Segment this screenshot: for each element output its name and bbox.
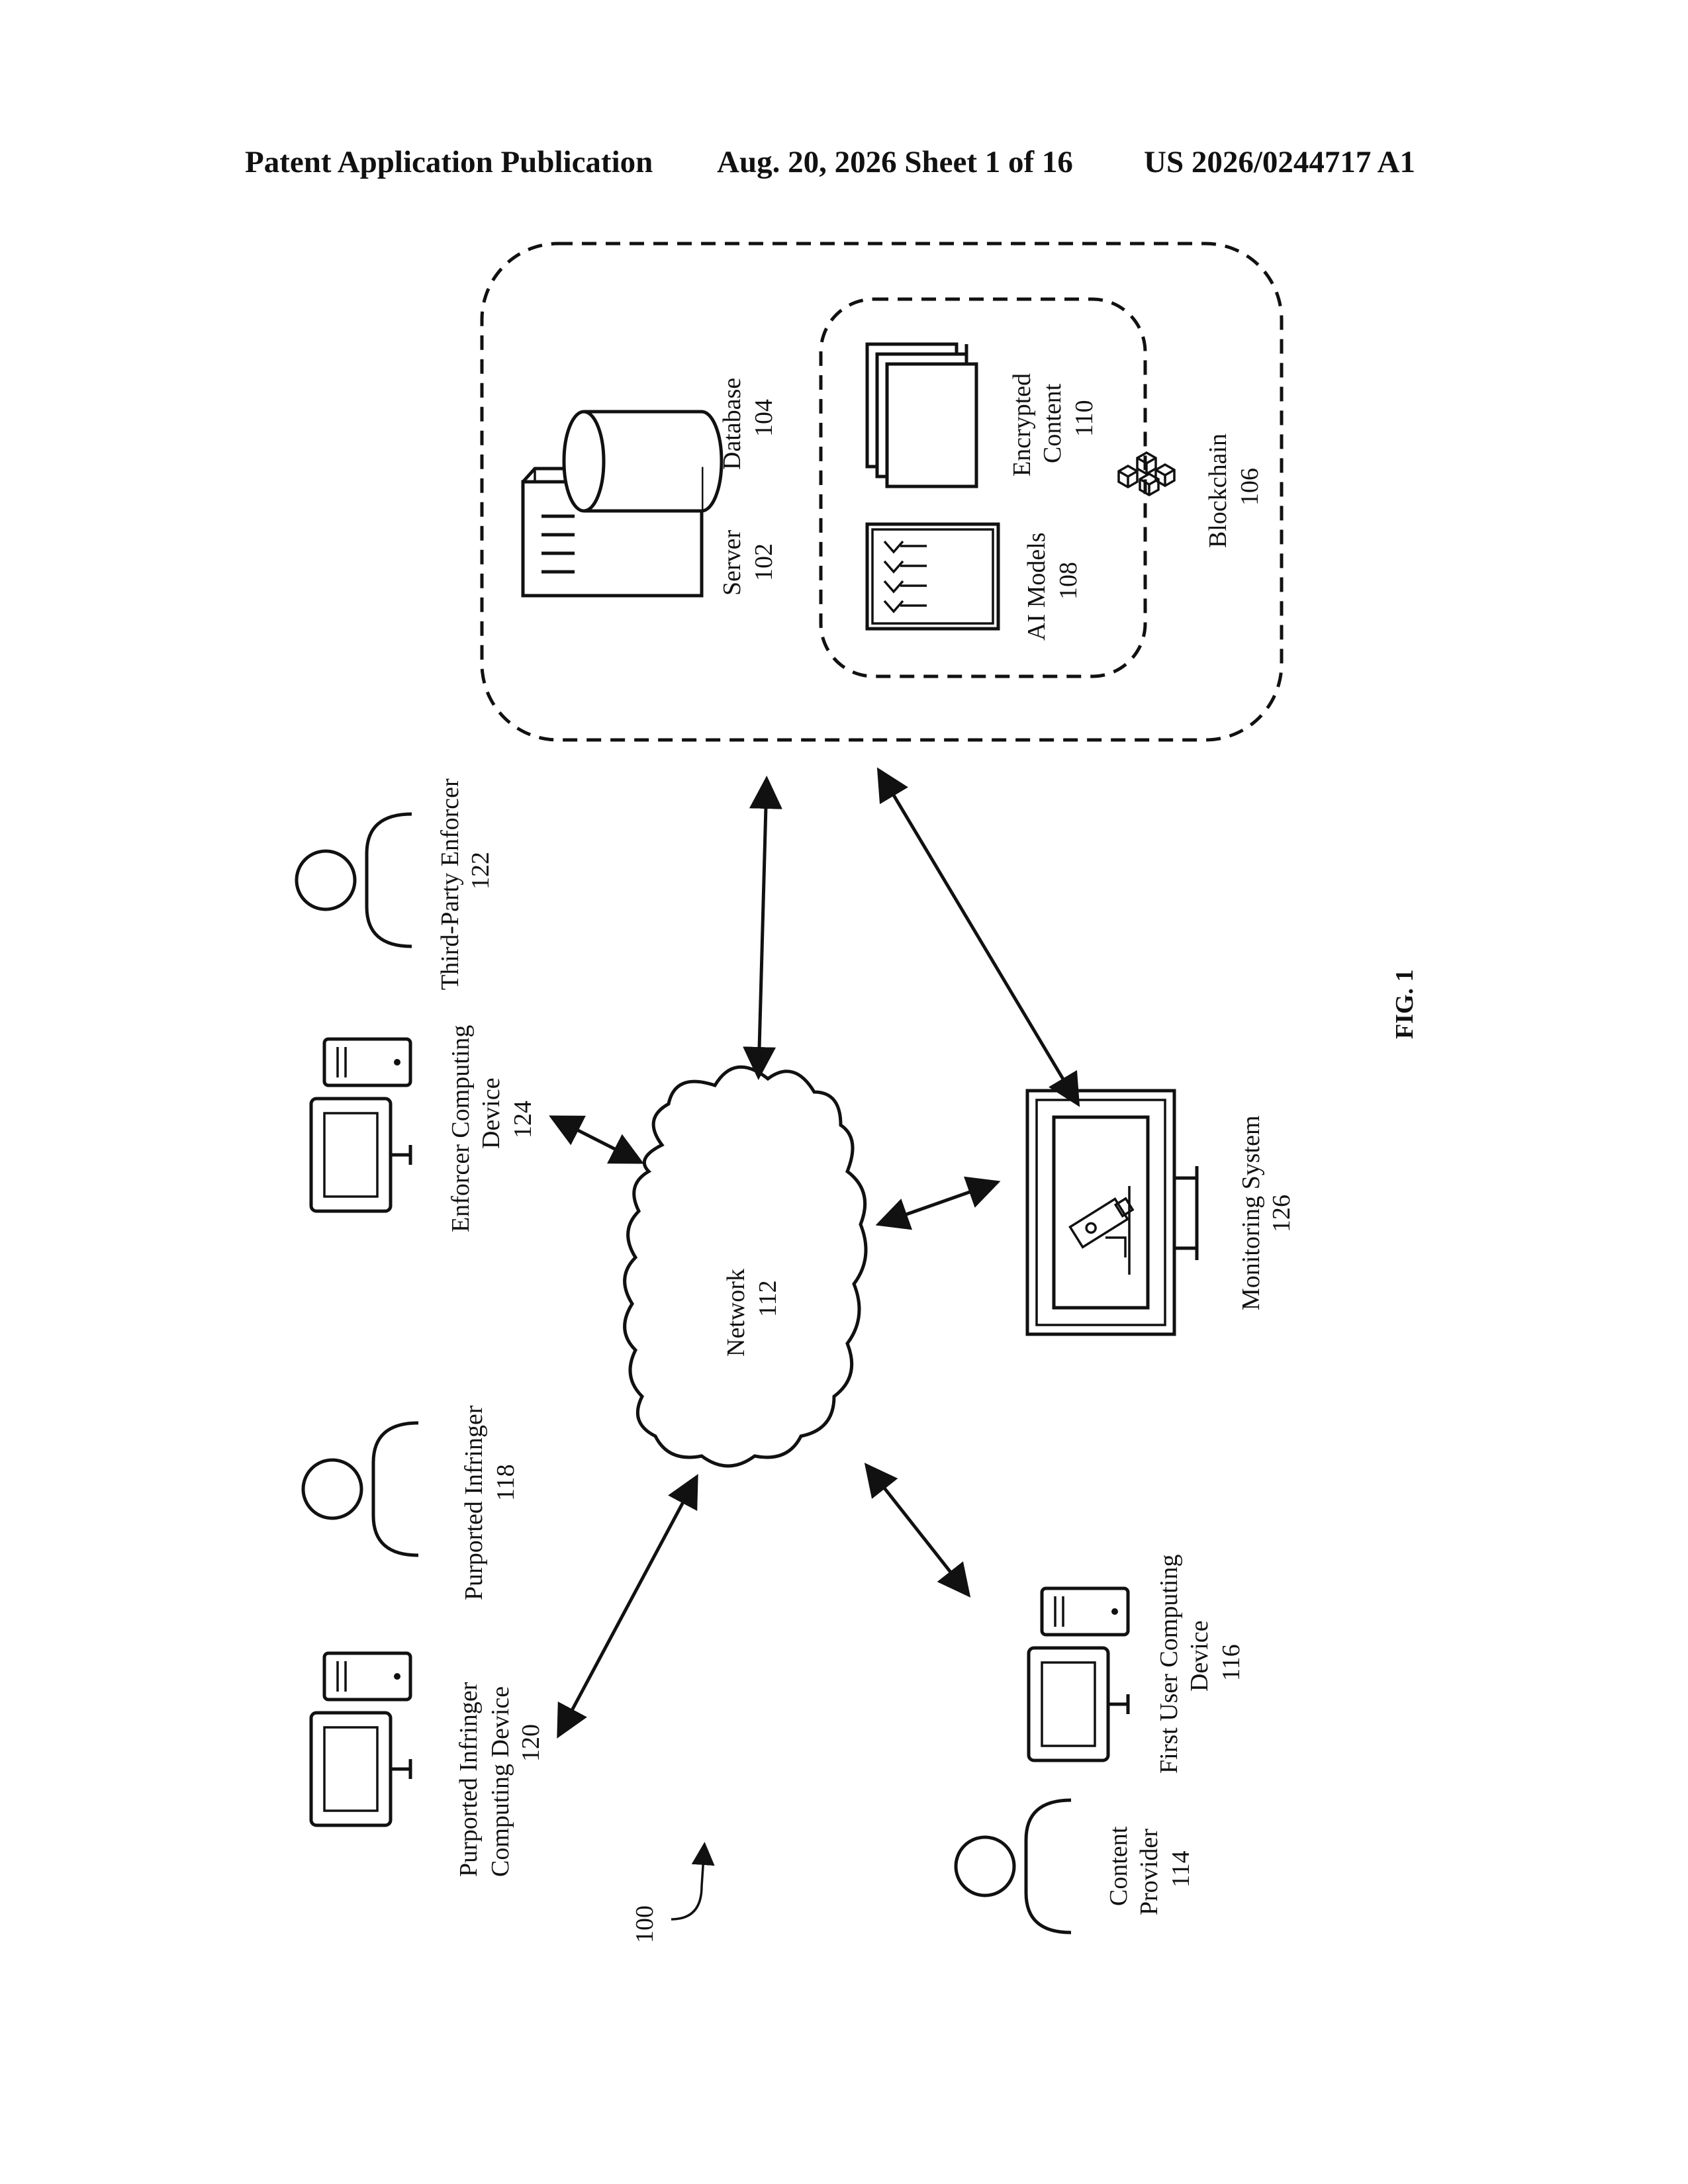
desktop-computer-icon	[1029, 1588, 1128, 1760]
infringer-label: Purported Infringer	[460, 1405, 488, 1600]
ai-models-label: AI Models	[1023, 532, 1051, 641]
network-ref: 112	[754, 1280, 782, 1317]
first-user-device-label-2: Device	[1186, 1620, 1213, 1692]
server-ref: 102	[750, 543, 778, 581]
monitoring-label: Monitoring System	[1237, 1115, 1265, 1310]
arrow-monitor-backend	[880, 773, 1076, 1101]
content-provider-ref: 114	[1167, 1850, 1195, 1888]
ai-models-ref: 108	[1055, 562, 1082, 600]
arrow-enforcer-network	[555, 1118, 638, 1161]
first-user-device-label-1: First User Computing	[1155, 1555, 1183, 1774]
enforcer-label: Third-Party Enforcer	[436, 778, 464, 990]
network-label: Network	[722, 1269, 750, 1357]
encrypted-label-2: Content	[1039, 383, 1066, 463]
monitoring-ref: 126	[1268, 1195, 1295, 1232]
encrypted-label-1: Encrypted	[1008, 373, 1036, 477]
content-provider-label-1: Content	[1105, 1826, 1133, 1906]
database-label: Database	[718, 378, 746, 470]
infringer-device-label-2: Computing Device	[487, 1686, 514, 1877]
desktop-computer-icon	[311, 1653, 410, 1825]
document-stack-icon	[867, 344, 976, 486]
arrow-network-infringer	[560, 1480, 695, 1733]
enforcer-device-ref: 124	[509, 1101, 537, 1138]
infringer-device-ref: 120	[517, 1724, 545, 1762]
infringer-device-label-1: Purported Infringer	[455, 1682, 483, 1877]
enforcer-device-label-1: Enforcer Computing	[447, 1025, 475, 1232]
figure-label: FIG. 1	[1391, 969, 1419, 1039]
blockchain-label: Blockchain	[1204, 433, 1232, 548]
person-icon	[297, 814, 412, 946]
arrow-network-backend	[759, 782, 767, 1073]
server-label: Server	[718, 529, 746, 596]
blockchain-ref: 106	[1236, 468, 1264, 506]
database-cylinder-icon	[564, 412, 722, 511]
checklist-document-icon	[867, 524, 998, 629]
infringer-ref: 118	[492, 1464, 520, 1501]
system-ref-arrow	[671, 1846, 704, 1919]
arrow-network-monitor	[882, 1183, 994, 1223]
monitor-camera-icon	[1027, 1091, 1197, 1334]
arrow-network-firstuser	[868, 1468, 966, 1592]
encrypted-ref: 110	[1070, 400, 1098, 437]
content-provider-label-2: Provider	[1135, 1829, 1163, 1915]
system-ref: 100	[631, 1905, 659, 1943]
enforcer-device-label-2: Device	[477, 1077, 505, 1149]
first-user-device-ref: 116	[1217, 1644, 1245, 1681]
cloud-icon	[625, 1067, 866, 1466]
desktop-computer-icon	[311, 1039, 410, 1211]
database-ref: 104	[750, 399, 778, 437]
person-icon	[303, 1423, 418, 1555]
person-icon	[956, 1800, 1071, 1933]
enforcer-ref: 122	[467, 852, 494, 889]
